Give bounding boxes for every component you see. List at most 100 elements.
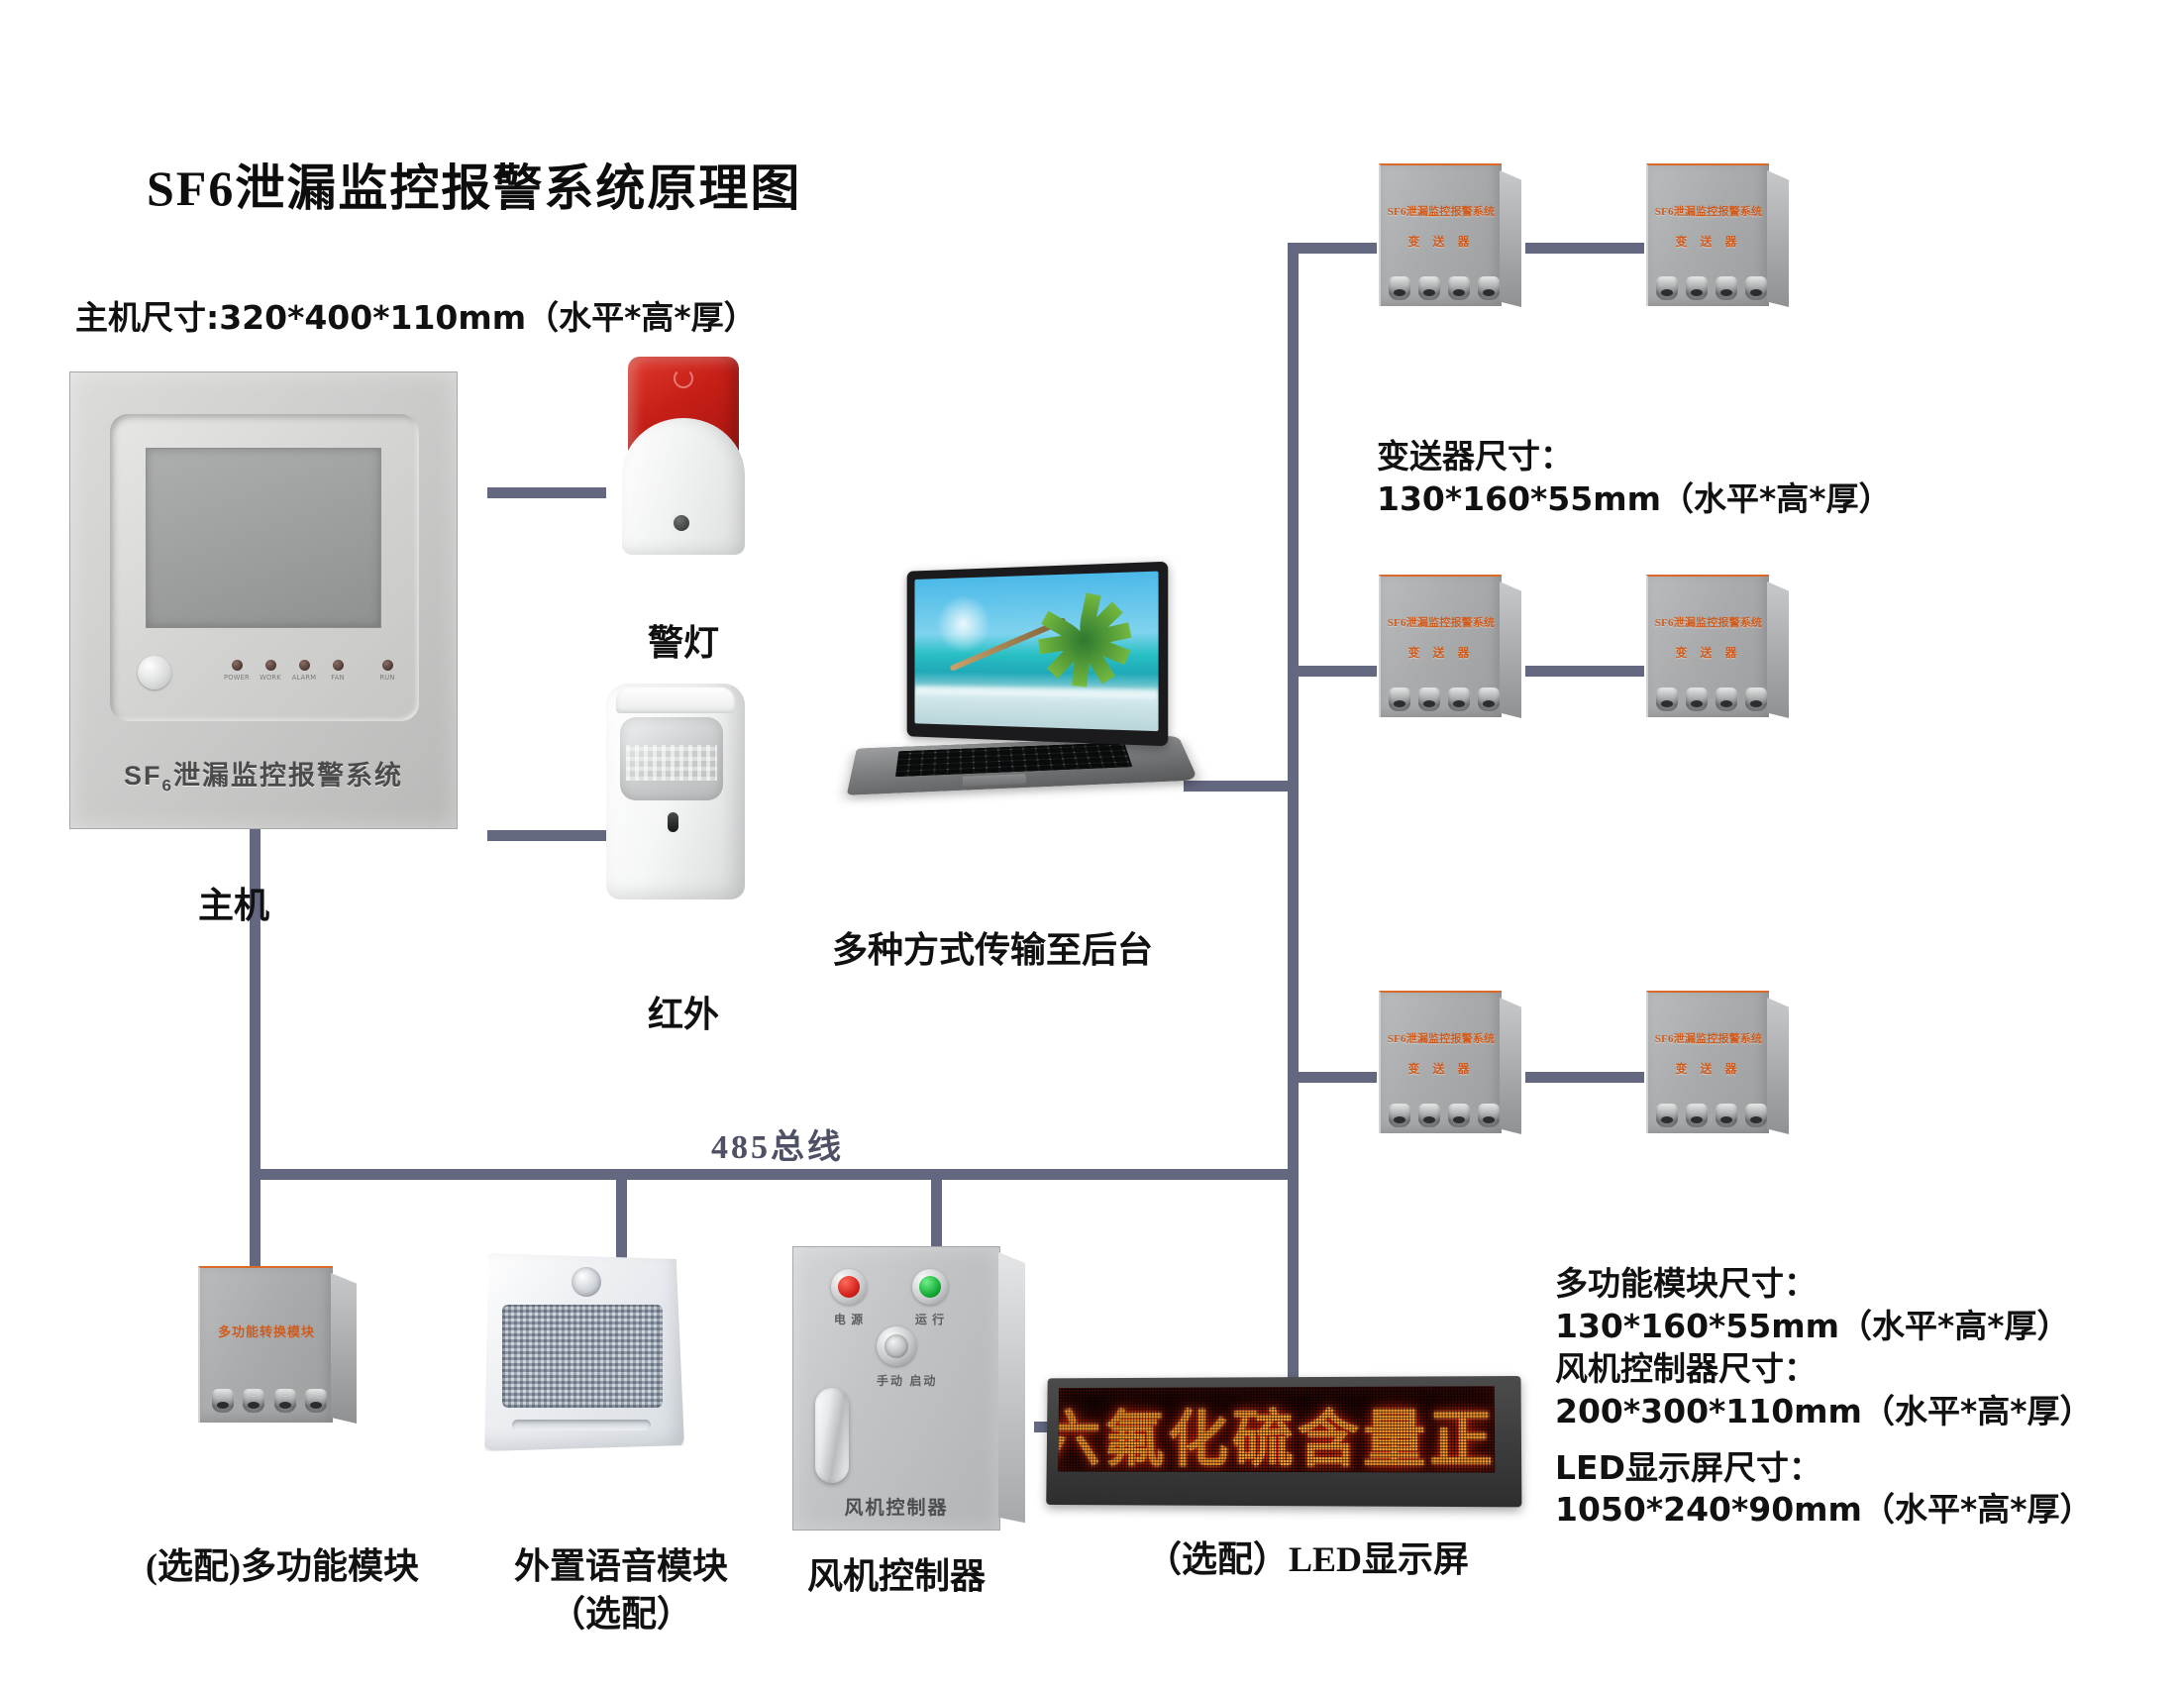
laptop-lid [906,561,1169,747]
host-led-row: POWER WORK ALARM FAN RUN [217,660,405,699]
voice-caption-line1: 外置语音模块 [513,1546,728,1586]
multifunction-face-text: 多功能转换模块 [217,1324,315,1339]
wire-tx-row2 [1288,666,1377,677]
led-display-frame: 六氟化硫含量正 [1046,1375,1522,1508]
connector-icon [1478,276,1500,300]
fan-caption: 风机控制器 [806,1556,986,1596]
fan-door-handle[interactable] [815,1388,849,1483]
wire-tx-row3 [1288,1072,1377,1083]
connector-icon [1745,687,1767,711]
transmitter-box[interactable]: SF6泄漏监控报警系统 变 送 器 [1379,163,1521,314]
fan-manual-label: 手动 启动 [877,1374,938,1388]
connector-icon [1656,276,1678,300]
transmitter-face-line2: 变 送 器 [1675,646,1742,660]
host-led-work: WORK [251,660,290,682]
transmitter-face: SF6泄漏监控报警系统 变 送 器 [1646,163,1769,306]
infrared-top-cover [616,687,735,713]
transmitter-box[interactable]: SF6泄漏监控报警系统 变 送 器 [1379,991,1521,1141]
multifunction-dimension-line2: 130*160*55mm（水平*高*厚） [1555,1306,2070,1345]
transmitter-box[interactable]: SF6泄漏监控报警系统 变 送 器 [1379,575,1521,725]
host-caption: 主机 [198,886,270,925]
connector-icon [243,1389,265,1413]
wire-right-trunk [1288,243,1299,1427]
external-voice-module[interactable] [480,1253,684,1451]
host-main-unit[interactable]: POWER WORK ALARM FAN RUN [69,371,458,829]
fan-controller[interactable]: 电 源 运 行 手动 启动 风机控制器 [792,1246,1025,1531]
multifunction-face: 多功能转换模块 [198,1266,333,1423]
infrared-detector[interactable] [606,684,745,899]
right-dimension-block: 多功能模块尺寸： 130*160*55mm（水平*高*厚） 风机控制器尺寸： 2… [1555,1263,2092,1532]
transmitter-face-line1: SF6泄漏监控报警系统 [1387,617,1496,629]
green-lamp-icon [912,1269,948,1305]
transmitter-box[interactable]: SF6泄漏监控报警系统 变 送 器 [1646,163,1789,314]
infrared-indicator-icon [668,812,678,832]
wire-host-down [250,827,260,1179]
host-round-button[interactable] [138,656,171,689]
multifunction-side [331,1273,357,1424]
connector-icon [1686,687,1708,711]
push-button-icon [877,1326,916,1366]
wire-drop-fan [931,1169,942,1250]
multifunction-module[interactable]: 多功能转换模块 [198,1266,357,1429]
transmitter-box[interactable]: SF6泄漏监控报警系统 变 送 器 [1646,575,1789,725]
transmitter-connectors [1389,276,1500,302]
wire-tx-row1 [1288,243,1377,254]
fan-manual-start-button[interactable]: 手动 启动 [877,1326,938,1389]
host-dimension-text: 主机尺寸:320*400*110mm（水平*高*厚） [75,298,757,337]
transmitter-face: SF6泄漏监控报警系统 变 送 器 [1379,575,1502,717]
host-led-run: RUN [367,660,407,682]
fan-controller-side [998,1252,1025,1524]
connector-icon [1656,687,1678,711]
transmitter-connectors [1389,687,1500,713]
fan-power-label: 电 源 [833,1313,865,1326]
transmitter-dimension-text: 变送器尺寸： 130*160*55mm（水平*高*厚） [1377,436,1892,521]
connector-icon [1389,276,1410,300]
wallpaper-sun [936,594,991,654]
transmitter-face-line2: 变 送 器 [1675,235,1742,249]
dimension-spacer [1555,1433,2092,1447]
power-led-icon [231,660,243,671]
transmitter-face: SF6泄漏监控报警系统 变 送 器 [1646,575,1769,717]
host-brand-subscript: 6 [161,776,173,795]
transmitter-face: SF6泄漏监控报警系统 变 送 器 [1646,991,1769,1133]
connector-icon [1745,1104,1767,1127]
multifunction-dimension-line1: 多功能模块尺寸： [1555,1264,1817,1303]
host-panel-recess: POWER WORK ALARM FAN RUN [110,414,419,721]
wire-tx-row2-link [1525,666,1644,677]
host-led-work-label: WORK [260,674,281,682]
fan-led-icon [332,660,344,671]
wire-host-to-strobe [487,487,606,498]
fan-dimension-line1: 风机控制器尺寸： [1555,1348,1817,1388]
connector-icon [1478,1104,1500,1127]
work-led-icon [264,660,276,671]
bus-label: 485总线 [711,1129,844,1166]
host-led-power: POWER [217,660,257,682]
transmitter-face-line1: SF6泄漏监控报警系统 [1654,617,1763,629]
multifunction-caption: (选配)多功能模块 [146,1546,419,1586]
transmitter-face-line1: SF6泄漏监控报警系统 [1654,1033,1763,1045]
voice-module-knob[interactable] [572,1267,601,1297]
fan-face-brand: 风机控制器 [844,1498,949,1519]
connector-icon [273,1389,296,1413]
connector-icon [1656,1104,1678,1127]
fan-power-lamp: 电 源 [831,1269,867,1327]
laptop-screen-wallpaper [914,571,1159,732]
connector-icon [1686,1104,1708,1127]
transmitter-face-line2: 变 送 器 [1407,1062,1475,1076]
led-dimension-line1: LED显示屏尺寸： [1555,1447,1821,1487]
host-led-power-label: POWER [224,674,250,682]
led-display-panel[interactable]: 六氟化硫含量正 [1042,1375,1522,1508]
transmitter-connectors [1656,1104,1767,1129]
host-led-fan: FAN [318,660,358,682]
connector-icon [1448,687,1470,711]
laptop-computer[interactable] [846,561,1198,814]
transmitter-face-line1: SF6泄漏监控报警系统 [1654,206,1763,218]
transmitter-side [1500,170,1521,307]
laptop-touchpad [962,774,1027,787]
transmitter-face-line1: SF6泄漏监控报警系统 [1387,206,1496,218]
wire-drop-led [1288,1169,1299,1427]
connector-icon [1448,276,1470,300]
transmitter-box[interactable]: SF6泄漏监控报警系统 变 送 器 [1646,991,1789,1141]
alarm-strobe-light[interactable] [622,357,745,555]
